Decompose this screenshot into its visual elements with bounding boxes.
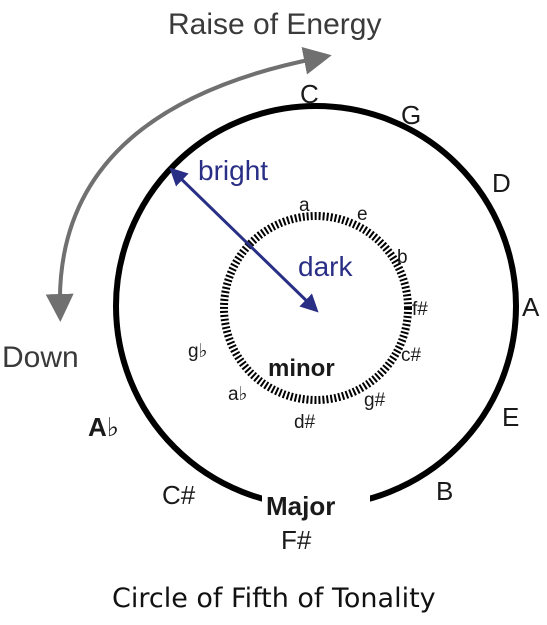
minor-key-gs: g# [364,390,386,411]
major-ring-gap [262,495,370,517]
minor-label: minor [268,355,335,382]
major-key-fs: F# [281,525,312,555]
major-label: Major [266,491,335,521]
major-ring [113,103,519,509]
major-key-e: E [502,402,519,432]
major-key-ab: A♭ [88,412,119,442]
major-key-b: B [436,476,453,506]
minor-key-ab: a♭ [228,384,248,405]
major-key-g: G [401,100,421,130]
down-label: Down [2,341,79,374]
diagram-caption: Circle of Fifth of Tonality [112,583,436,614]
major-key-cs: C# [162,480,196,510]
bright-label: bright [198,155,268,186]
minor-key-ds: d# [294,412,316,433]
minor-key-a: a [299,195,310,216]
minor-key-fs: f# [412,299,428,320]
minor-key-cs: c# [401,345,422,366]
minor-key-b: b [397,247,408,268]
minor-key-e: e [357,204,368,225]
bright-dark-arrow [169,167,319,313]
energy-title: Raise of Energy [168,8,381,41]
major-key-d: D [492,168,511,198]
energy-curved-arrow [45,46,332,322]
major-key-a: A [522,292,540,322]
major-key-c: C [300,79,319,109]
minor-key-gb: g♭ [188,341,208,362]
dark-label: dark [298,251,353,282]
